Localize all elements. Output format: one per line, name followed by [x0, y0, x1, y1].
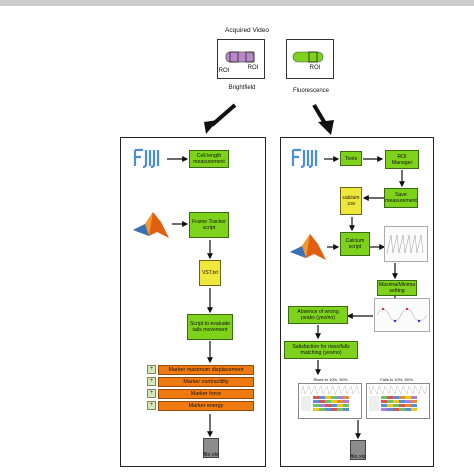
xls-file-icon — [350, 440, 366, 460]
falls-heatmap-graphic — [368, 385, 428, 411]
calcium-trace-graphic — [386, 234, 424, 254]
evaluate-box: Script to evaluate tails movement — [187, 314, 233, 340]
peaks-graphic — [376, 307, 428, 323]
fluorescence-roi: ROI — [309, 65, 321, 71]
fiji-icon — [133, 148, 160, 168]
peaks-thumbnail — [374, 298, 430, 332]
fluorescence-cell-icon — [292, 51, 324, 63]
marker-bar-0: + Marker maximum displacement — [147, 365, 254, 375]
plus-icon: + — [147, 377, 156, 386]
calcium-csv-doc: calcium .csv — [340, 187, 362, 215]
top-rule — [0, 0, 474, 6]
cell-length-box: Cell length measurement — [189, 150, 229, 168]
calcium-trace-thumbnail — [384, 226, 428, 262]
satisfaction-box: Satisfaction for rises/falls matching (y… — [284, 341, 358, 359]
left-file-name: file.xls — [203, 452, 219, 458]
right-file-name: file.xls — [350, 454, 366, 460]
brightfield-thumbnail — [217, 39, 265, 79]
fiji-icon — [291, 148, 318, 168]
absence-peaks-box: Absence of wrong peaks (yes/no) — [288, 306, 348, 324]
save-measurement-box: Save measurement — [384, 188, 418, 208]
frame-tracker-box: Frame Tracker script — [189, 212, 229, 238]
brightfield-roi-a: ROI — [218, 68, 230, 74]
marker-bar-2: + Marker force — [147, 389, 254, 399]
brightfield-roi-b: ROI — [247, 65, 259, 71]
brightfield-panel — [120, 137, 266, 467]
marker-label-0: Marker maximum displacement — [168, 367, 244, 373]
marker-bar-3: + Marker energy — [147, 401, 254, 411]
plus-icon: + — [147, 365, 156, 374]
rises-heatmap — [298, 383, 362, 419]
plus-icon: + — [147, 401, 156, 410]
rises-heatmap-graphic — [300, 385, 360, 411]
tools-box: Tools — [340, 151, 362, 166]
falls-heatmap — [366, 383, 430, 419]
marker-label-2: Marker force — [190, 391, 222, 397]
vst-doc: VST.txt — [199, 260, 221, 286]
matlab-icon — [133, 212, 169, 238]
roi-manager-box: ROI Manager — [385, 150, 419, 169]
fluorescence-label: Fluorescence — [292, 88, 330, 94]
matlab-icon — [290, 234, 326, 260]
acquired-video-title: Acquired Video — [225, 27, 269, 34]
marker-bar-1: + Marker contractility — [147, 377, 254, 387]
brightfield-label: Brightfield — [228, 85, 256, 91]
maxima-minima-box: Maxima/Minima setting — [377, 280, 417, 296]
marker-label-1: Marker contractility — [183, 379, 229, 385]
plus-icon: + — [147, 389, 156, 398]
calcium-script-box: Calcium script — [340, 232, 370, 256]
fluorescence-thumbnail — [286, 39, 334, 79]
marker-label-3: Marker energy — [188, 403, 224, 409]
xls-file-icon — [203, 438, 219, 458]
brightfield-cell-icon — [225, 51, 255, 63]
